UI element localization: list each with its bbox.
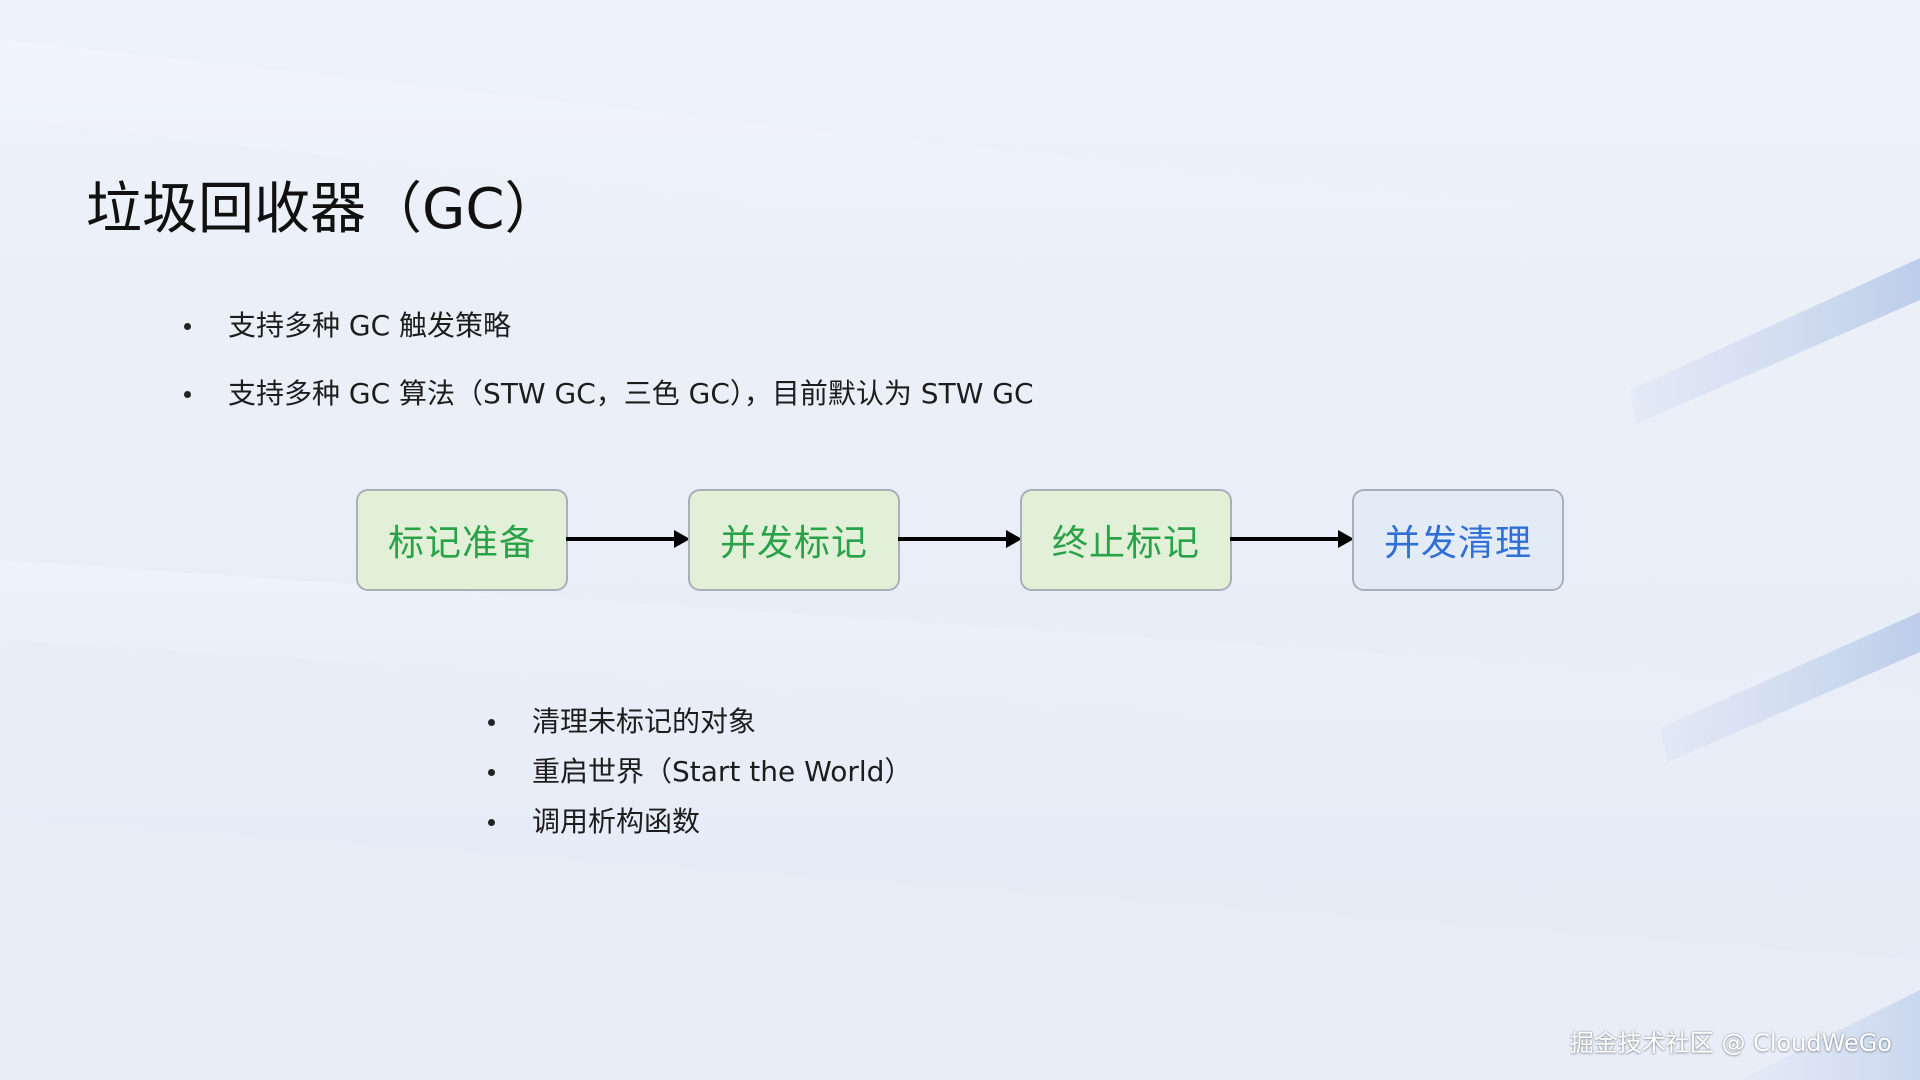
bullet-list: 支持多种 GC 触发策略 支持多种 GC 算法（STW GC，三色 GC），目前… — [182, 306, 1034, 442]
watermark: 掘金技术社区 @ CloudWeGo — [1569, 1029, 1892, 1057]
bullet-dot-icon — [488, 719, 495, 726]
sub-bullet-text: 调用析构函数 — [532, 805, 701, 838]
sub-bullet-item: 重启世界（Start the World） — [486, 752, 912, 792]
bullet-dot-icon — [488, 819, 495, 826]
sweep-details-list: 清理未标记的对象 重启世界（Start the World） 调用析构函数 — [486, 702, 912, 852]
bullet-dot-icon — [488, 769, 495, 776]
bullet-dot-icon — [184, 391, 191, 398]
flow-step-mark-termination: 终止标记 — [1020, 489, 1232, 591]
flow-step-concurrent-sweep: 并发清理 — [1352, 489, 1564, 591]
flow-step-mark-prepare: 标记准备 — [356, 489, 568, 591]
bullet-item: 支持多种 GC 算法（STW GC，三色 GC），目前默认为 STW GC — [182, 374, 1034, 414]
slide-title: 垃圾回收器（GC） — [86, 177, 561, 242]
sub-bullet-text: 重启世界（Start the World） — [532, 755, 913, 788]
bullet-text: 支持多种 GC 算法（STW GC，三色 GC），目前默认为 STW GC — [228, 377, 1034, 410]
flow-arrow-icon — [898, 530, 1022, 548]
flow-arrow-icon — [1230, 530, 1354, 548]
flow-step-concurrent-mark: 并发标记 — [688, 489, 900, 591]
bullet-dot-icon — [184, 323, 191, 330]
bullet-text: 支持多种 GC 触发策略 — [228, 309, 512, 342]
gc-phase-flow: 标记准备 并发标记 终止标记 并发清理 — [356, 489, 1564, 591]
sub-bullet-item: 清理未标记的对象 — [486, 702, 912, 742]
flow-arrow-icon — [566, 530, 690, 548]
bullet-item: 支持多种 GC 触发策略 — [182, 306, 1034, 346]
sub-bullet-text: 清理未标记的对象 — [532, 705, 757, 738]
sub-bullet-item: 调用析构函数 — [486, 802, 912, 842]
